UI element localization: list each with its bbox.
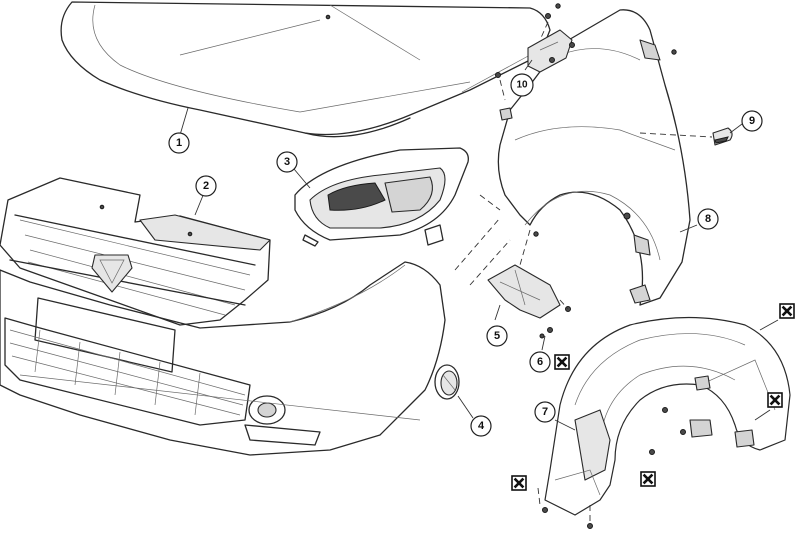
callout-10: 10 [510, 73, 534, 97]
wheel-arch-liner [542, 316, 791, 529]
assembly-guide-lines [454, 21, 713, 522]
boxed-x-icon [640, 471, 656, 487]
callout-8-label: 8 [705, 213, 711, 225]
callout-10-label: 10 [516, 80, 528, 91]
callout-2-label: 2 [203, 180, 209, 192]
headlamp [294, 147, 469, 247]
boxed-x-icon [767, 392, 783, 408]
callout-3-label: 3 [284, 156, 290, 168]
callout-9-label: 9 [749, 115, 755, 127]
boxed-x-icon [554, 354, 570, 370]
callout-4: 4 [470, 415, 492, 437]
callout-5-label: 5 [494, 330, 500, 342]
fender-bracket [527, 29, 575, 73]
boxed-x-icon [779, 303, 795, 319]
leader-lines [179, 59, 779, 431]
callout-7: 7 [534, 401, 556, 423]
callout-1-label: 1 [176, 137, 182, 149]
callout-8: 8 [697, 208, 719, 230]
bumper-bracket [487, 264, 571, 333]
callout-2: 2 [195, 175, 217, 197]
boxed-x-icon [511, 475, 527, 491]
hood [60, 1, 551, 138]
fog-lamp [434, 364, 460, 400]
front-bumper [0, 261, 446, 456]
callout-4-label: 4 [478, 420, 485, 432]
callout-3: 3 [276, 151, 298, 173]
callout-9: 9 [741, 110, 763, 132]
callout-5: 5 [486, 325, 508, 347]
callout-1: 1 [168, 132, 190, 154]
callout-7-label: 7 [542, 406, 548, 418]
callout-6: 6 [529, 351, 551, 373]
front-fender [497, 9, 691, 306]
callout-6-label: 6 [537, 356, 543, 368]
radiator-grille [0, 177, 271, 326]
side-indicator [712, 127, 733, 146]
fasteners [325, 3, 677, 339]
